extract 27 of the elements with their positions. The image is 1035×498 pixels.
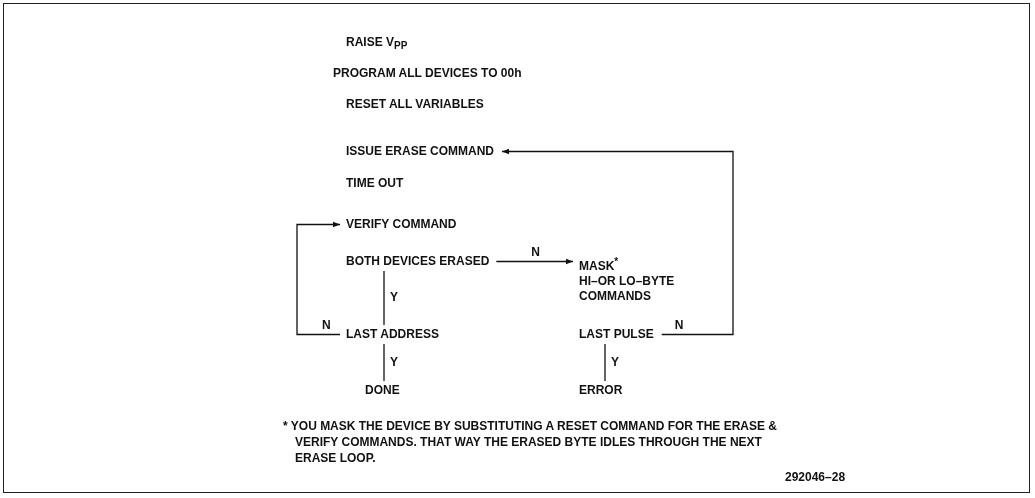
edge-label: N — [321, 318, 332, 332]
connector-line — [383, 343, 385, 382]
edge-label: Y — [389, 355, 399, 369]
edge-label: Y — [610, 355, 620, 369]
step-label: RAISE V$_{PP}$ — [346, 35, 408, 54]
edge-label: N — [530, 245, 541, 259]
connector-line — [383, 270, 385, 326]
arrow — [501, 148, 734, 336]
arrow — [296, 221, 341, 336]
arrow — [495, 258, 574, 265]
step-label: RESET ALL VARIABLES — [346, 97, 484, 112]
step-label: ISSUE ERASE COMMAND — [346, 144, 494, 159]
step-label: LAST PULSE — [579, 327, 654, 342]
step-detail: HI–OR LO–BYTE COMMANDS — [579, 274, 676, 304]
edge-label: N — [673, 318, 685, 332]
connector-line — [604, 343, 606, 382]
step-label: VERIFY COMMAND — [346, 217, 457, 232]
step-label: BOTH DEVICES ERASED — [346, 254, 490, 269]
step-label: LAST ADDRESS — [346, 327, 439, 342]
step-label: ERROR — [579, 383, 623, 398]
step-label: TIME OUT — [346, 176, 404, 191]
footnote: * YOU MASK THE DEVICE BY SUBSTITUTING A RESET COMMAND FOR THE ERASE & VERIFY COMMANDS. THAT WAY THE ERASED BYTE IDLES THROUGH THE NEXT ERASE LOOP. — [283, 418, 779, 466]
step-label: DONE — [365, 383, 400, 398]
step-label: MASK$^{*}$ — [579, 255, 620, 274]
figure-number: 292046–28 — [785, 469, 847, 485]
step-label: PROGRAM ALL DEVICES TO 00h — [333, 66, 522, 81]
edge-label: Y — [389, 291, 399, 304]
